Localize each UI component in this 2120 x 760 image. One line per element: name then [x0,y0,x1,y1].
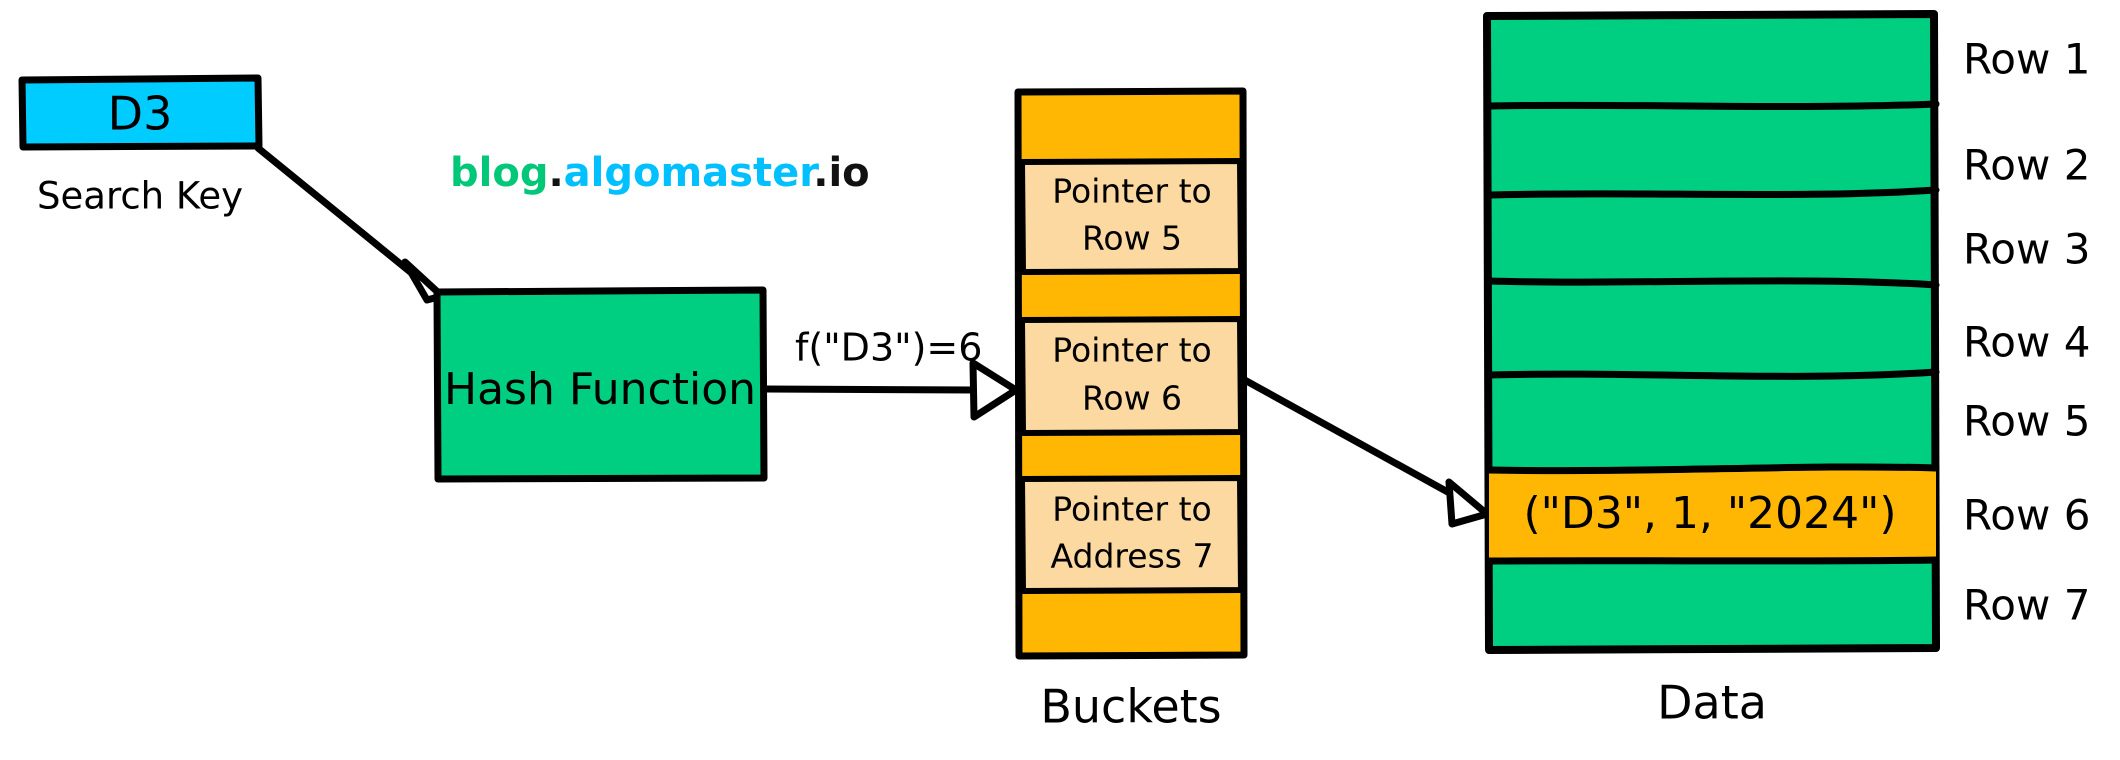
watermark-blog: blog [450,150,548,196]
buckets-group: Pointer to Row 5 Pointer to Row 6 Pointe… [1014,87,1248,734]
row-labels-group: Row 1 Row 2 Row 3 Row 4 Row 5 Row 6 Row … [1963,35,2090,630]
data-table-group: ("D3", 1, "2024") Data [1483,10,1940,730]
row-label: Row 4 [1963,318,2090,367]
bucket-cell-line1: Pointer to [1052,172,1211,211]
row-label: Row 3 [1963,225,2090,274]
row-label: Row 5 [1963,397,2090,446]
buckets-caption: Buckets [1040,680,1221,734]
arrow-bucket-to-data-row [1237,374,1491,528]
watermark-algomaster: algomaster [564,150,820,196]
bucket-cell-bg [1019,475,1244,594]
data-row-divider [1485,186,1940,199]
data-row-divider [1485,100,1940,111]
search-key-caption: Search Key [37,175,243,218]
data-row-divider [1485,277,1940,289]
hash-function-label: Hash Function [444,364,756,415]
arrowhead-open-triangle [969,359,1020,421]
watermark: blog.algomaster.io [450,150,870,196]
bucket-cell-bg [1019,158,1244,275]
hash-function-box[interactable] [433,286,768,483]
data-row-highlight[interactable] [1489,468,1936,561]
bucket-cell[interactable]: Pointer to Row 6 [1019,316,1244,436]
bucket-cell-line1: Pointer to [1052,490,1211,529]
bucket-cell-line2: Address 7 [1051,537,1214,576]
row-label: Row 1 [1963,35,2090,84]
search-key-value: D3 [108,87,173,141]
bucket-cell[interactable]: Pointer to Address 7 [1019,475,1244,594]
row-label: Row 7 [1963,581,2090,630]
watermark-dot: . [548,150,563,196]
bucket-cell-line1: Pointer to [1052,331,1211,370]
hash-function-group: Hash Function [433,286,768,483]
bucket-cell-bg [1019,316,1244,436]
data-row-divider [1485,463,1940,475]
watermark-io: .io [813,150,869,196]
search-key-group: D3 Search Key [18,74,263,218]
bucket-cell[interactable]: Pointer to Row 5 [1019,158,1244,275]
row-label: Row 6 [1963,491,2090,540]
data-row-value: ("D3", 1, "2024") [1523,488,1896,539]
data-table-caption: Data [1657,676,1767,730]
bucket-cell-line2: Row 5 [1082,219,1182,258]
arrowhead-open-triangle [1445,478,1491,528]
hash-edge-label: f("D3")=6 [795,326,982,370]
bucket-cell-line2: Row 6 [1082,379,1182,418]
arrow-searchkey-to-hash [254,144,446,304]
svg-text:blog.algomaster.io: blog.algomaster.io [450,150,870,196]
row-label: Row 2 [1963,141,2090,190]
data-row-divider [1485,368,1940,380]
arrow-hash-to-bucket: f("D3")=6 [761,326,1020,421]
data-row-divider [1485,556,1940,565]
